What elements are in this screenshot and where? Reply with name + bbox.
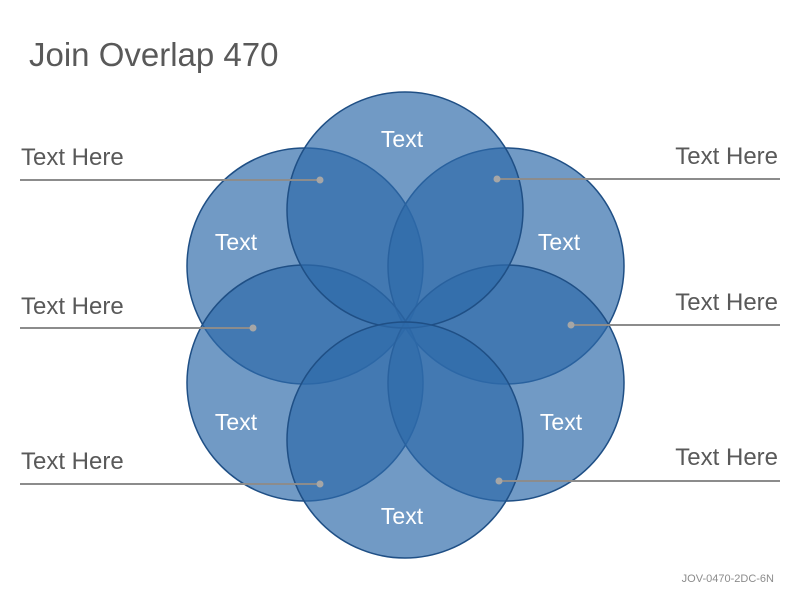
circle-label-lower-right: Text [540,409,583,435]
callout-label-right-2: Text Here [675,289,778,316]
circle-label-lower-left: Text [215,409,258,435]
callout-label-right-3: Text Here [675,444,778,471]
circle-group [186,91,625,559]
callout-label-left-3: Text Here [21,448,124,475]
leader-dot [567,321,575,329]
circle-label-top: Text [381,126,424,152]
leader-dot [316,176,324,184]
circle-label-bottom: Text [381,503,424,529]
circle-label-upper-left: Text [215,229,258,255]
leader-lines-right [493,175,780,485]
leader-dot [493,175,501,183]
circle-label-upper-right: Text [538,229,581,255]
leader-dot [495,477,503,485]
leader-dot [316,480,324,488]
leader-dot [249,324,257,332]
callout-label-left-1: Text Here [21,144,124,171]
circle-bottom [286,321,524,559]
footer-code: JOV-0470-2DC-6N [681,573,774,585]
slide-title: Join Overlap 470 [29,36,279,73]
leader-lines-left [20,176,324,488]
callout-label-right-1: Text Here [675,143,778,170]
callout-label-left-2: Text Here [21,293,124,320]
